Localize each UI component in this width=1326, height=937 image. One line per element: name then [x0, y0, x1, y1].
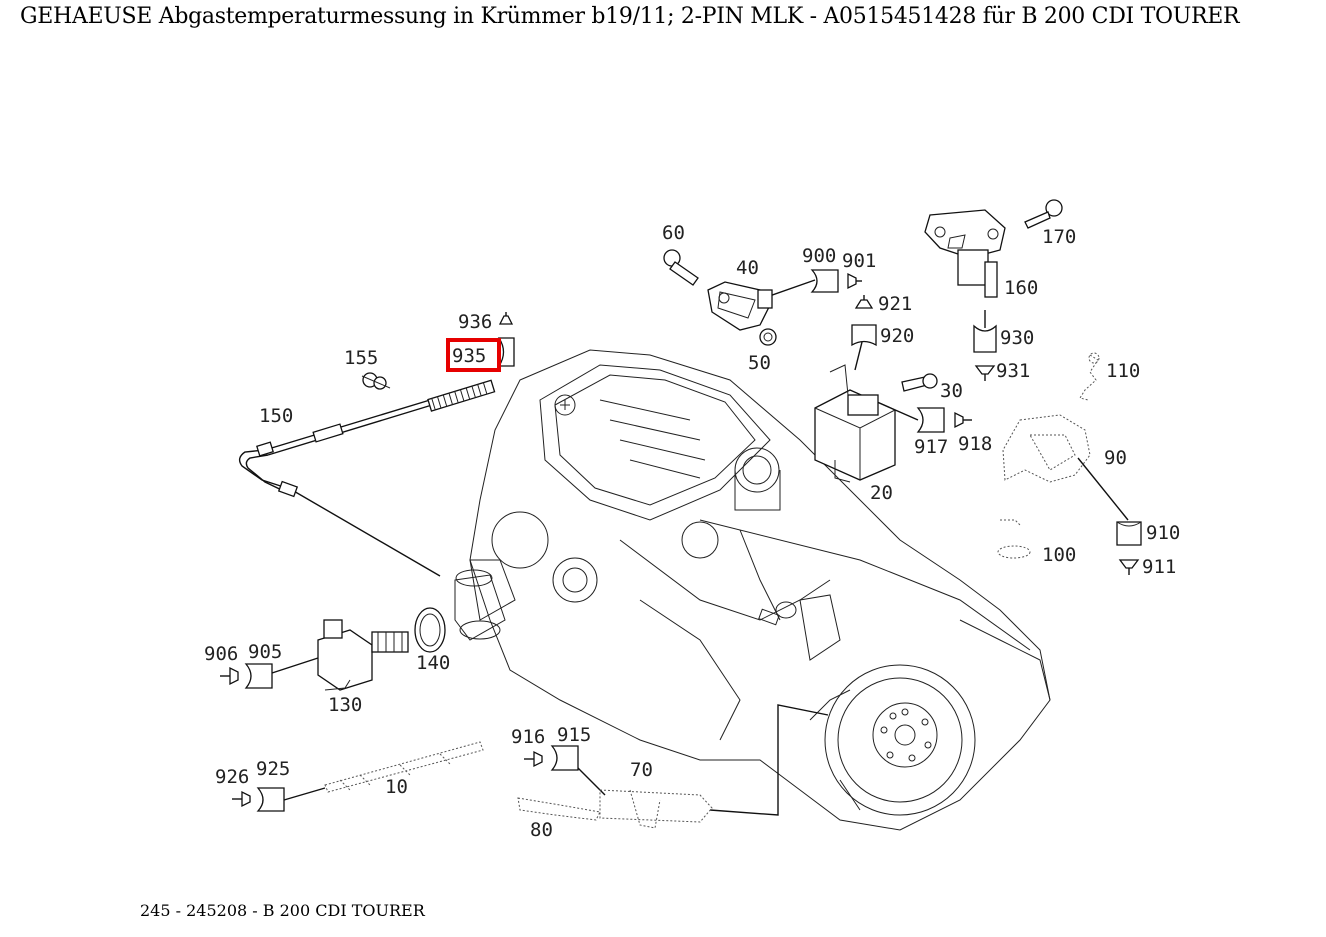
part-930-symbol[interactable] [973, 324, 997, 353]
part-920-symbol[interactable] [851, 324, 877, 347]
part-90-ghost[interactable] [1000, 414, 1091, 526]
part-50-seal[interactable] [759, 328, 777, 346]
callout-918[interactable]: 918 [958, 433, 993, 456]
part-30-bolt[interactable] [901, 373, 938, 392]
callout-921[interactable]: 921 [878, 293, 913, 316]
part-935-symbol[interactable] [497, 337, 515, 367]
callout-80[interactable]: 80 [530, 819, 553, 842]
part-10-ghost[interactable] [283, 741, 484, 801]
callout-140[interactable]: 140 [416, 652, 451, 675]
callout-170[interactable]: 170 [1042, 226, 1077, 249]
part-40-sensor[interactable] [707, 281, 773, 331]
callout-910[interactable]: 910 [1146, 522, 1181, 545]
part-926-symbol[interactable] [232, 790, 251, 808]
callout-931[interactable]: 931 [996, 360, 1031, 383]
part-925-symbol[interactable] [256, 787, 285, 812]
part-150-exhaust-temperature-sensor[interactable] [238, 379, 496, 498]
callout-30[interactable]: 30 [940, 380, 963, 403]
callout-906[interactable]: 906 [204, 643, 239, 666]
callout-160[interactable]: 160 [1004, 277, 1039, 300]
part-160-sensor[interactable] [924, 209, 1006, 298]
callout-60[interactable]: 60 [662, 222, 685, 245]
part-70-ghost[interactable] [599, 789, 713, 829]
footer-model-code: 245 - 245208 - B 200 CDI TOURER [140, 901, 425, 920]
part-170-screw[interactable] [1024, 199, 1063, 229]
callout-100[interactable]: 100 [1042, 544, 1077, 567]
part-20-control-unit[interactable] [814, 364, 896, 483]
callout-925[interactable]: 925 [256, 758, 291, 781]
part-936-symbol[interactable] [498, 312, 514, 325]
callout-935[interactable]: 935 [452, 345, 487, 368]
callout-911[interactable]: 911 [1142, 556, 1177, 579]
engine-illustration [454, 349, 1051, 831]
part-80-ghost[interactable] [517, 797, 601, 821]
callout-917[interactable]: 917 [914, 436, 949, 459]
callout-50[interactable]: 50 [748, 352, 771, 375]
callout-40[interactable]: 40 [736, 257, 759, 280]
callout-20[interactable]: 20 [870, 482, 893, 505]
callout-930[interactable]: 930 [1000, 327, 1035, 350]
callout-926[interactable]: 926 [215, 766, 250, 789]
part-916-symbol[interactable] [524, 750, 543, 768]
callout-130[interactable]: 130 [328, 694, 363, 717]
part-915-symbol[interactable] [550, 745, 579, 771]
part-917-symbol[interactable] [916, 407, 945, 433]
callout-155[interactable]: 155 [344, 347, 379, 370]
part-110-ghost[interactable] [1079, 352, 1100, 401]
callout-labels: 60 40 900 901 170 160 936 935 155 150 50… [204, 222, 1181, 842]
part-60-screw[interactable] [663, 249, 699, 286]
part-918-symbol[interactable] [954, 411, 972, 429]
callout-915[interactable]: 915 [557, 724, 592, 747]
part-100-ghost[interactable] [997, 545, 1031, 559]
callout-905[interactable]: 905 [248, 641, 283, 664]
part-130-connector[interactable] [317, 619, 409, 691]
part-931-symbol[interactable] [974, 365, 996, 381]
part-910-symbol[interactable] [1116, 521, 1142, 546]
callout-110[interactable]: 110 [1106, 360, 1141, 383]
part-906-symbol[interactable] [220, 666, 239, 686]
highlight-box [446, 338, 501, 372]
callout-936[interactable]: 936 [458, 311, 493, 334]
callout-900[interactable]: 900 [802, 245, 837, 268]
callout-10[interactable]: 10 [385, 776, 408, 799]
callout-916[interactable]: 916 [511, 726, 546, 749]
callout-150[interactable]: 150 [259, 405, 294, 428]
part-900-symbol[interactable] [810, 269, 839, 293]
callout-90[interactable]: 90 [1104, 447, 1127, 470]
part-140-seal-ring[interactable] [414, 607, 446, 653]
part-905-symbol[interactable] [244, 663, 273, 689]
part-921-symbol[interactable] [854, 295, 874, 309]
part-911-symbol[interactable] [1118, 559, 1140, 575]
part-901-symbol[interactable] [847, 272, 862, 290]
callout-920[interactable]: 920 [880, 325, 915, 348]
page-title: GEHAEUSE Abgastemperaturmessung in Krümm… [20, 4, 1240, 29]
part-155-clip[interactable] [361, 372, 391, 390]
callout-901[interactable]: 901 [842, 250, 877, 273]
callout-70[interactable]: 70 [630, 759, 653, 782]
